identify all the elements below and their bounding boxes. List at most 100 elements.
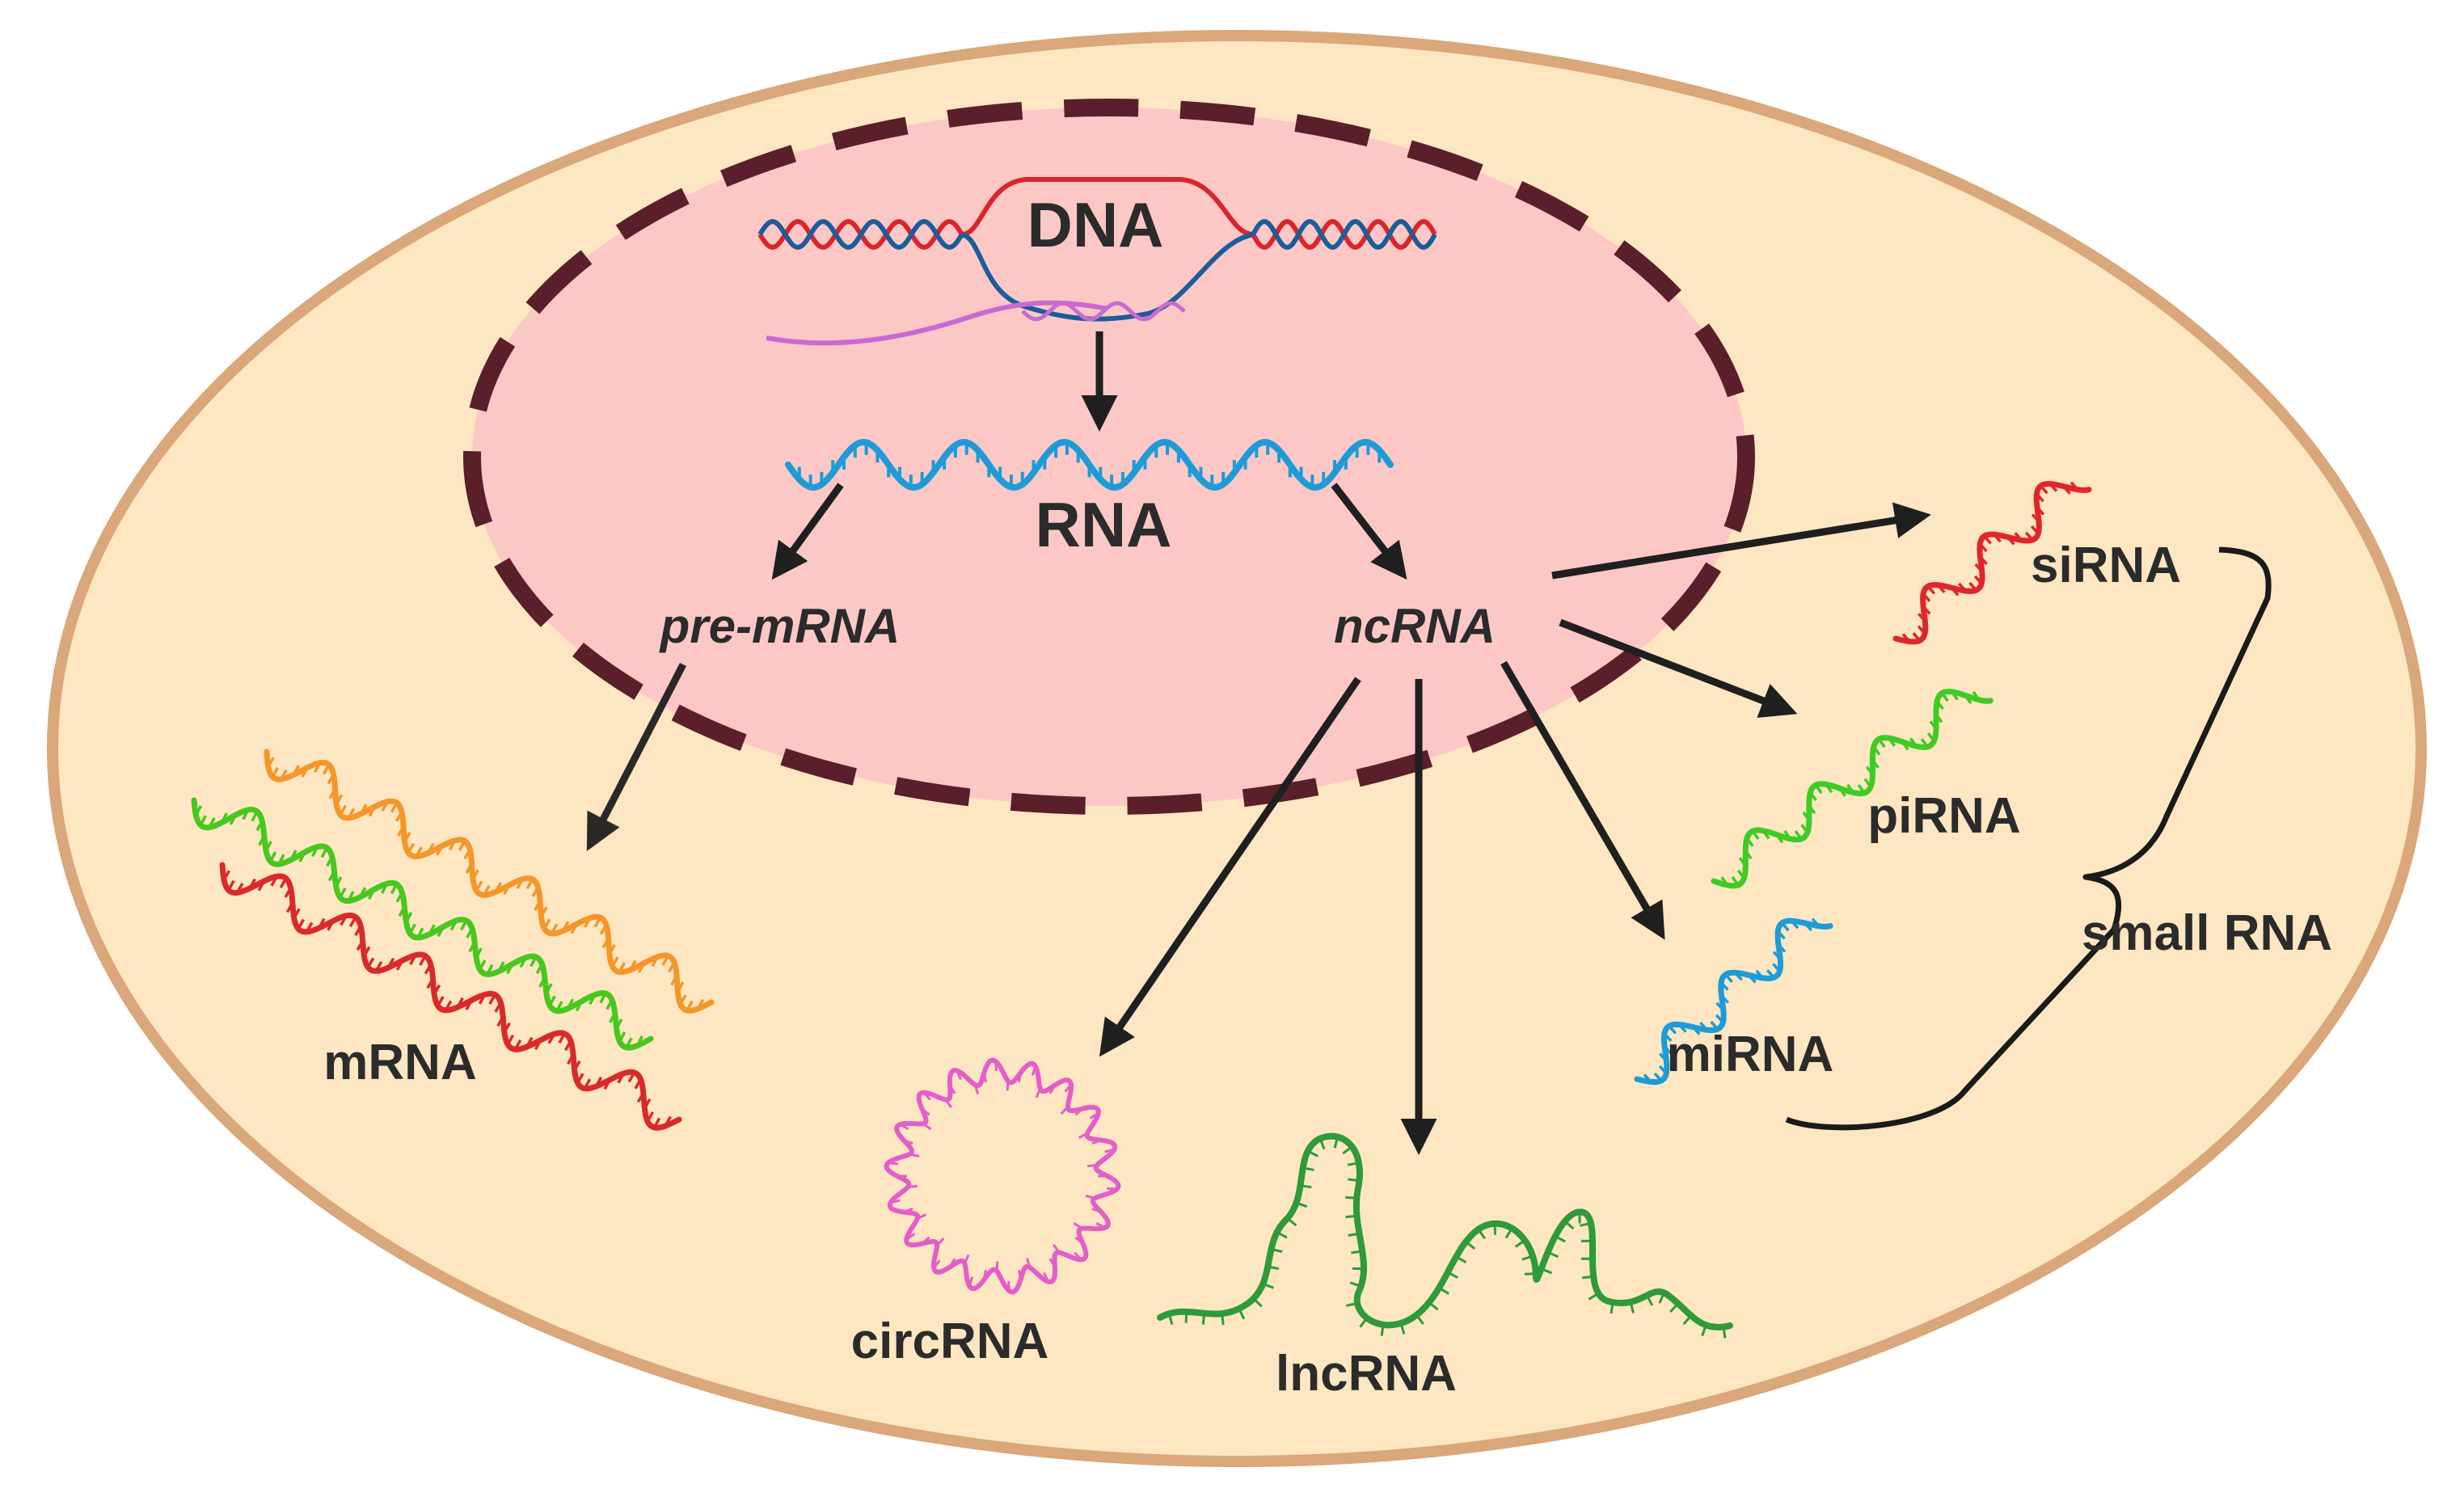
lncrna-strand — [1157, 1132, 1733, 1339]
circrna-base — [1074, 1236, 1084, 1245]
mirna-base — [1719, 981, 1729, 991]
mirna-base — [1720, 994, 1729, 1004]
mrna-red-base — [354, 925, 362, 937]
mrna-green-base — [615, 1018, 623, 1030]
sirna-base — [2024, 531, 2034, 542]
mrna-green-base — [625, 1037, 633, 1048]
sirna-base — [2048, 483, 2058, 492]
mirna-base — [1777, 930, 1786, 940]
mirna-base — [1766, 969, 1775, 979]
mrna-orange-base — [280, 769, 288, 780]
sirna-base — [1922, 605, 1931, 615]
mrna-green-base — [618, 1031, 627, 1043]
mrna-green-base — [468, 941, 476, 953]
sirna-strand — [1892, 481, 2092, 645]
mrna-green-base — [475, 947, 483, 959]
mirna-base — [1663, 1045, 1673, 1055]
mrna-orange-base — [427, 842, 435, 854]
mirna-base — [1643, 1073, 1652, 1083]
circrna-base — [899, 1123, 909, 1130]
mrna-red-base — [235, 882, 244, 894]
mrna-orange-base — [629, 959, 637, 971]
mrna-orange-base — [670, 975, 678, 986]
circrna-base — [944, 1099, 953, 1108]
mrna-orange-base — [696, 998, 705, 1010]
mrna-green-base — [449, 920, 458, 931]
mrna-red-base — [318, 917, 326, 929]
mrna-orange-base — [322, 764, 331, 775]
dna-label: DNA — [1027, 189, 1164, 260]
pirna-base — [1738, 857, 1747, 867]
lncrna-base — [1465, 1241, 1476, 1250]
dna-strand-blue — [757, 219, 964, 250]
lncrna-base — [1262, 1282, 1274, 1289]
sirna-base — [1917, 613, 1926, 622]
lncrna-base — [1682, 1314, 1693, 1326]
mrna-orange-base — [668, 961, 676, 973]
circrna-base — [948, 1258, 956, 1268]
mirna-base — [1804, 921, 1813, 932]
sirna-base — [2040, 485, 2048, 495]
pirna-base — [1762, 829, 1770, 840]
lncrna-base — [1701, 1324, 1707, 1337]
dna-transcribing-strand — [1021, 301, 1186, 322]
mrna-green-base — [367, 888, 376, 900]
sirna-base — [1901, 633, 1911, 643]
mrna-orange-base — [327, 774, 335, 785]
mrna-red-base — [374, 961, 383, 972]
mrna-green-base — [460, 919, 468, 931]
mrna-orange-base — [651, 955, 659, 968]
lncrna-backbone — [1157, 1132, 1733, 1330]
lncrna-base — [1349, 1281, 1362, 1288]
mirna-base — [1777, 943, 1787, 953]
mrna-orange-base — [471, 869, 480, 880]
small-rna-label: small RNA — [2082, 905, 2332, 961]
mirna-label: miRNA — [1667, 1027, 1834, 1082]
mirna-backbone — [1634, 917, 1833, 1086]
lncrna-base — [1669, 1302, 1679, 1313]
mrna-red-base — [424, 964, 432, 975]
mrna-orange-base — [397, 825, 405, 837]
mrna-red-base — [617, 1073, 625, 1084]
lncrna-base — [1588, 1292, 1599, 1301]
mrna-green-base — [530, 955, 538, 968]
mrna-red-base — [573, 1060, 581, 1072]
pirna-base — [1775, 833, 1784, 844]
mrna-orange-base — [335, 794, 344, 805]
lncrna-base — [1629, 1301, 1635, 1314]
pirna-base — [1731, 876, 1740, 886]
mrna-green-base — [347, 891, 355, 902]
mrna-orange-base — [448, 839, 457, 851]
lncrna-base — [1658, 1292, 1665, 1304]
mrna-green-base — [395, 892, 403, 903]
sirna-base — [1974, 563, 1984, 573]
circrna-base — [1091, 1207, 1102, 1213]
circrna-base — [994, 1061, 998, 1072]
sirna-base — [1993, 533, 2002, 543]
mrna-orange-base — [561, 921, 570, 932]
pirna-base — [1800, 824, 1809, 834]
lncrna-base — [1646, 1294, 1654, 1306]
mrna-red-base — [366, 957, 375, 968]
mrna-green-base — [255, 820, 264, 832]
mrna-red-base — [297, 918, 305, 930]
small-rna-brace — [1785, 546, 2272, 1131]
mrna-green-base — [264, 841, 272, 852]
circrna-base — [956, 1069, 962, 1081]
pirna-base — [1802, 811, 1811, 821]
circrna-base — [921, 1107, 930, 1116]
rna-strand — [785, 438, 1394, 491]
circrna-base — [1074, 1251, 1082, 1261]
mrna-orange-base — [516, 878, 525, 890]
mrna-green-base — [466, 927, 474, 938]
circrna-base — [963, 1254, 970, 1264]
circrna-base — [1087, 1163, 1098, 1168]
mrna-red-base — [525, 1036, 534, 1048]
mrna-label: mRNA — [323, 1035, 476, 1090]
mrna-orange-base — [271, 766, 280, 778]
sirna-base — [2014, 532, 2023, 542]
ncrna-to-pirna-arrow — [1559, 618, 1798, 719]
mirna-base — [1790, 920, 1799, 930]
mrna-green-base — [199, 815, 207, 826]
mrna-red-base — [563, 1039, 572, 1052]
